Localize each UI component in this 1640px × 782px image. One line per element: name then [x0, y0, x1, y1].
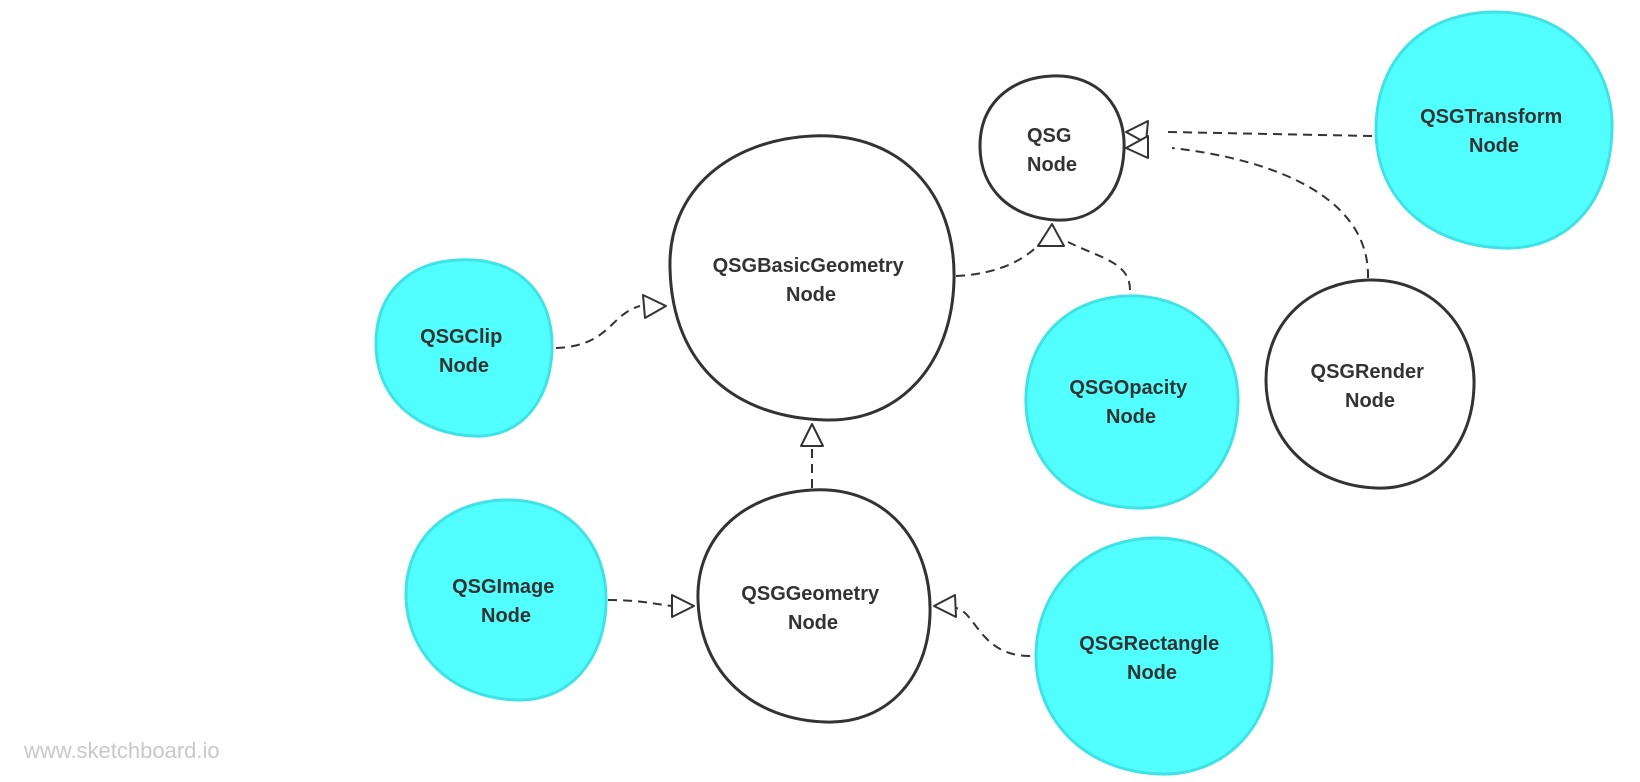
node-label-line1: QSGRectangle: [1079, 633, 1219, 655]
node-rectangle[interactable]: QSGRectangle Node: [1034, 536, 1274, 776]
node-qsg-node[interactable]: QSG Node: [978, 74, 1126, 222]
edge-opacity-to-qsg-node: [1067, 241, 1131, 291]
node-label-line2: Node: [786, 284, 836, 306]
node-shape: [978, 74, 1126, 222]
node-label-line2: Node: [788, 612, 838, 634]
node-label-line1: QSGGeometry: [741, 583, 880, 605]
node-label-line2: Node: [1127, 662, 1177, 684]
svg-text:QSG Node: QSG Node: [1027, 125, 1077, 176]
node-shape: [1374, 10, 1614, 250]
node-label-line2: Node: [1106, 406, 1156, 428]
node-opacity[interactable]: QSGOpacity Node: [1024, 294, 1240, 510]
svg-text:QSGTransform Node: QSGTransform Node: [1420, 106, 1568, 157]
node-shape: [1034, 536, 1274, 776]
edges: [555, 131, 1373, 657]
node-label-line2: Node: [481, 605, 531, 627]
node-label-line1: QSGOpacity: [1069, 377, 1188, 399]
node-label-line2: Node: [439, 355, 489, 377]
node-label-line1: QSGClip: [420, 326, 502, 348]
node-label-line1: QSGImage: [452, 576, 554, 598]
edge-rectangle-to-geometry: [955, 607, 1031, 657]
node-shape: [696, 488, 932, 724]
svg-text:QSGImage Node: QSGImage Node: [452, 576, 560, 627]
svg-text:QSGRectangle Node: QSGRectangle Node: [1079, 633, 1225, 684]
node-shape: [404, 498, 608, 702]
edge-render-to-qsg-node: [1171, 147, 1370, 279]
node-label-line1: QSGTransform: [1420, 106, 1562, 128]
arrowhead-basic-geometry-qsg-node: [1037, 223, 1065, 247]
edge-basic-geometry-to-qsg-node: [955, 237, 1045, 277]
svg-text:QSGBasicGeometry Node: QSGBasicGeometry Node: [713, 255, 910, 306]
node-shape: [374, 258, 554, 438]
watermark[interactable]: www.sketchboard.io: [24, 738, 220, 763]
arrowheads: [642, 120, 1149, 618]
edge-clip-to-basic-geometry: [555, 305, 641, 349]
node-label-line2: Node: [1027, 154, 1077, 176]
node-basic-geometry[interactable]: QSGBasicGeometry Node: [668, 134, 956, 422]
node-label-line1: QSG: [1027, 125, 1071, 147]
arrowhead-clip-basic-geometry: [642, 294, 667, 319]
svg-text:QSGClip Node: QSGClip Node: [420, 326, 508, 377]
arrowhead-transform-qsg-node: [1125, 120, 1149, 144]
node-shape: [1264, 278, 1476, 490]
edge-transform-to-qsg-node: [1167, 131, 1373, 137]
node-clip[interactable]: QSGClip Node: [374, 258, 554, 438]
arrowhead-geometry-basic-geometry: [800, 423, 824, 447]
node-shape: [668, 134, 956, 422]
edge-image-to-geometry: [607, 599, 673, 607]
node-label-line2: Node: [1345, 390, 1395, 412]
arrowhead-render-qsg-node: [1125, 135, 1149, 159]
node-geometry[interactable]: QSGGeometry Node: [696, 488, 932, 724]
node-render[interactable]: QSGRender Node: [1264, 278, 1476, 490]
node-image[interactable]: QSGImage Node: [404, 498, 608, 702]
node-transform[interactable]: QSGTransform Node: [1374, 10, 1614, 250]
svg-text:QSGGeometry Node: QSGGeometry Node: [741, 583, 884, 634]
svg-text:QSGRender Node: QSGRender Node: [1311, 361, 1430, 412]
node-label-line1: QSGRender: [1311, 361, 1425, 383]
arrowhead-image-geometry: [671, 594, 695, 618]
arrowhead-rectangle-geometry: [933, 594, 957, 618]
node-label-line1: QSGBasicGeometry: [713, 255, 905, 277]
node-label-line2: Node: [1469, 135, 1519, 157]
node-shape: [1024, 294, 1240, 510]
svg-text:QSGOpacity Node: QSGOpacity Node: [1069, 377, 1192, 428]
